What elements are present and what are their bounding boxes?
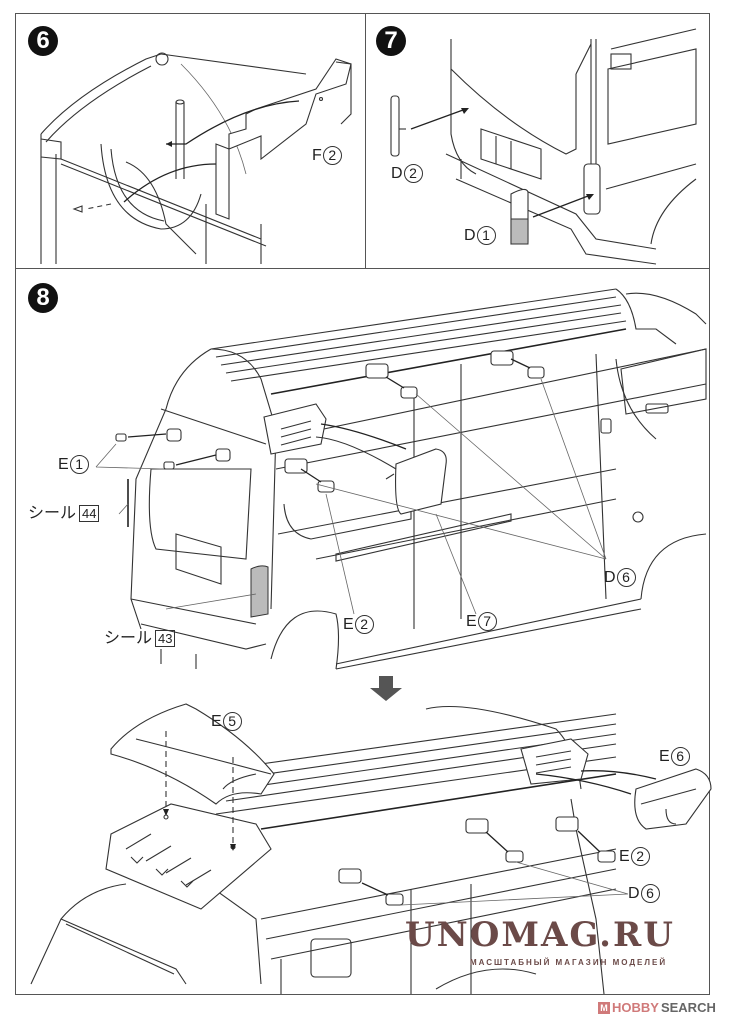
sticker-label-44: シール 44 bbox=[28, 504, 100, 523]
part-label-d6: D 6 bbox=[604, 568, 636, 587]
part-label-e1: E 1 bbox=[58, 455, 89, 474]
part-label-e2-lower: E 2 bbox=[619, 847, 650, 866]
step-8-upper-illustration bbox=[95, 288, 707, 670]
part-label-e7: E 7 bbox=[466, 612, 497, 631]
hobby-search-credit: M HOBBY SEARCH bbox=[598, 1000, 716, 1015]
part-label-d6-lower: D 6 bbox=[628, 884, 660, 903]
part-number: 2 bbox=[403, 164, 423, 183]
part-number: 1 bbox=[476, 226, 496, 245]
step-number-badge: 7 bbox=[376, 26, 406, 56]
part-letter: D bbox=[391, 165, 403, 182]
step-8-panel: 8 bbox=[15, 268, 712, 995]
sticker-label-43: シール 43 bbox=[104, 629, 176, 648]
credit-brand-b: SEARCH bbox=[660, 1000, 716, 1015]
watermark-subtitle: МАСШТАБНЫЙ МАГАЗИН МОДЕЛЕЙ bbox=[470, 958, 668, 967]
part-letter: E bbox=[659, 748, 670, 765]
part-label-e6: E 6 bbox=[659, 747, 690, 766]
part-label-e2: E 2 bbox=[343, 615, 374, 634]
part-letter: D bbox=[604, 569, 616, 586]
part-letter: E bbox=[211, 713, 222, 730]
sticker-number: 43 bbox=[155, 630, 176, 647]
part-label-f2: F 2 bbox=[312, 146, 342, 165]
part-label-d1: D 1 bbox=[464, 226, 496, 245]
hobby-search-logo-icon: M bbox=[598, 1001, 610, 1014]
part-number: 6 bbox=[670, 747, 690, 766]
part-number: 5 bbox=[222, 712, 242, 731]
part-number: 2 bbox=[354, 615, 374, 634]
down-arrow-icon bbox=[370, 676, 402, 701]
part-letter: E bbox=[58, 456, 69, 473]
step-8-lower-illustration bbox=[30, 676, 712, 995]
part-letter: D bbox=[628, 885, 640, 902]
part-letter: D bbox=[464, 227, 476, 244]
part-letter: E bbox=[619, 848, 630, 865]
roof-ribs bbox=[210, 288, 707, 395]
sticker-text: シール bbox=[28, 505, 77, 522]
step-7-illustration bbox=[390, 28, 697, 265]
part-number: 2 bbox=[322, 146, 342, 165]
part-number: 7 bbox=[477, 612, 497, 631]
part-label-d2: D 2 bbox=[391, 164, 423, 183]
step-number-badge: 8 bbox=[28, 283, 58, 313]
step-7-panel: 7 D 2 D 1 bbox=[365, 13, 710, 269]
part-number: 6 bbox=[616, 568, 636, 587]
part-letter: E bbox=[343, 616, 354, 633]
part-number: 6 bbox=[640, 884, 660, 903]
step-number-badge: 6 bbox=[28, 26, 58, 56]
watermark-title: UNOMAG.RU bbox=[405, 915, 675, 955]
credit-brand-a: HOBBY bbox=[612, 1000, 659, 1015]
part-number: 2 bbox=[630, 847, 650, 866]
part-number: 1 bbox=[69, 455, 89, 474]
step-6-illustration bbox=[40, 52, 352, 264]
part-letter: E bbox=[466, 613, 477, 630]
part-label-e5: E 5 bbox=[211, 712, 242, 731]
part-letter: F bbox=[312, 147, 322, 164]
sticker-text: シール bbox=[104, 630, 153, 647]
sticker-number: 44 bbox=[79, 505, 100, 522]
step-6-panel: 6 F 2 bbox=[15, 13, 366, 269]
